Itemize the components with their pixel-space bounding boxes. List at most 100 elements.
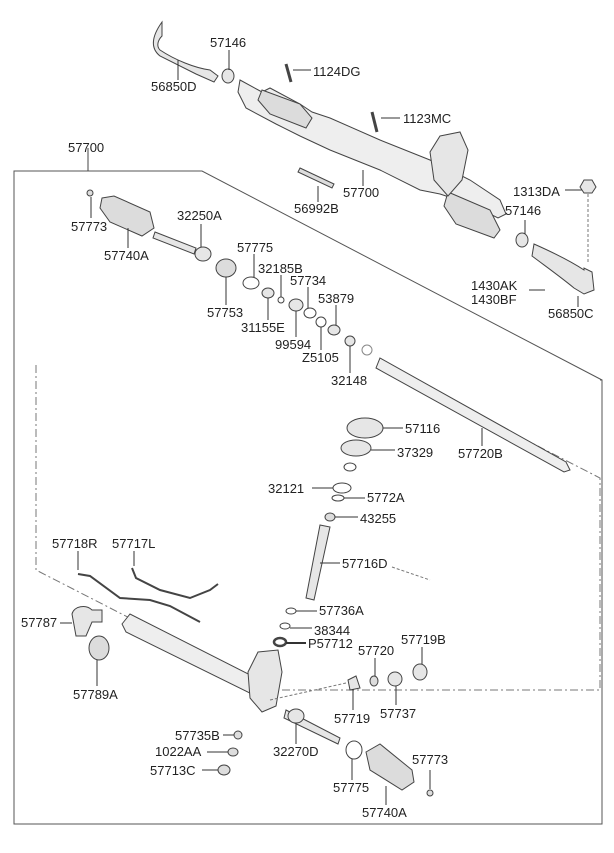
part-label-57734: 57734 <box>290 273 327 288</box>
part-label-57700-top: 57700 <box>343 185 380 200</box>
part-label-57789a: 57789A <box>73 687 118 702</box>
frame-top-edge <box>14 171 602 380</box>
part-label-57720b: 57720B <box>458 446 503 461</box>
boot-top-right <box>444 192 500 238</box>
part-label-57773-top: 57773 <box>71 219 108 234</box>
clamp-57787 <box>72 607 102 636</box>
boot-top-left <box>258 90 312 128</box>
nut-57720 <box>369 675 379 687</box>
bushing-57753 <box>215 258 237 278</box>
oring-Z5105 <box>315 316 327 328</box>
part-label-1430bf: 1430BF <box>471 292 517 307</box>
part-label-57787: 57787 <box>21 615 58 630</box>
part-label-32250a: 32250A <box>177 208 222 223</box>
part-label-56850c: 56850C <box>548 306 594 321</box>
part-label-57713c: 57713C <box>150 763 196 778</box>
valve-housing-lower <box>248 650 282 712</box>
part-label-57753: 57753 <box>207 305 244 320</box>
tie-rod-end-left <box>153 22 218 82</box>
clamp-57775-lower <box>345 740 363 760</box>
cap-57713C <box>217 764 231 776</box>
seal-99594 <box>288 298 304 312</box>
clip-57773-lower <box>426 789 434 797</box>
ring-5772A <box>331 494 345 502</box>
part-label-38344: 38344 <box>314 623 351 638</box>
bushing-57737 <box>387 671 403 687</box>
plate-56992B <box>298 168 334 188</box>
guide-57719 <box>270 683 346 700</box>
bolt-1123MC <box>372 112 377 132</box>
clip-57773-top <box>86 189 94 197</box>
part-label-57717l: 57717L <box>112 536 156 551</box>
part-label-5772a: 5772A <box>367 490 405 505</box>
part-label-1430ak: 1430AK <box>471 278 518 293</box>
part-label-43255: 43255 <box>360 511 397 526</box>
part-label-57146-right: 57146 <box>505 203 542 218</box>
inner-tie-rod-32250A <box>153 232 196 254</box>
part-label-32185b: 32185B <box>258 261 303 276</box>
seal-43255 <box>324 512 336 522</box>
bolt-1124DG <box>286 64 291 82</box>
jam-nut-right <box>515 232 529 248</box>
part-label-p57712: P57712 <box>308 636 353 651</box>
part-label-57146-top: 57146 <box>210 35 247 50</box>
ball-joint-32250A <box>194 246 212 262</box>
part-label-57735b: 57735B <box>175 728 220 743</box>
nut-1022AA <box>227 747 239 757</box>
seal-P57712 <box>272 636 288 648</box>
part-label-57719: 57719 <box>334 711 371 726</box>
hose-57718R <box>78 574 200 622</box>
seal-37329 <box>340 439 372 457</box>
ring-32185B <box>277 296 285 304</box>
part-label-57719b: 57719B <box>401 632 446 647</box>
oring-57734 <box>303 307 317 319</box>
boot-57740A-top <box>100 196 154 236</box>
part-label-57775-bottom: 57775 <box>333 780 370 795</box>
part-label-32270d: 32270D <box>273 744 319 759</box>
part-label-57737: 57737 <box>380 706 417 721</box>
part-label-1124dg: 1124DG <box>313 64 361 79</box>
part-label-56992b: 56992B <box>294 201 339 216</box>
part-label-99594: 99594 <box>275 337 312 352</box>
valve-body-top <box>430 132 468 196</box>
part-label-57775-top: 57775 <box>237 240 274 255</box>
boot-57740A-lower <box>366 744 414 790</box>
part-label-z5105: Z5105 <box>302 350 339 365</box>
part-label-57740a-top: 57740A <box>104 248 149 263</box>
ring-small <box>361 344 373 356</box>
part-label-31155e: 31155E <box>241 320 285 335</box>
part-label-57716d: 57716D <box>342 556 388 571</box>
leader-57716D-guide <box>392 567 430 580</box>
washer-32148 <box>344 335 356 347</box>
part-label-1022aa: 1022AA <box>155 744 202 759</box>
ring-32121 <box>332 482 352 494</box>
seal-38344 <box>279 622 291 630</box>
ball-joint-32270D <box>287 708 305 724</box>
nut-57735B <box>233 730 243 740</box>
part-label-57740a-bottom: 57740A <box>362 805 407 820</box>
part-label-57718r: 57718R <box>52 536 98 551</box>
part-label-56850d: 56850D <box>151 79 197 94</box>
seal-31155E <box>261 287 275 299</box>
jam-nut-left <box>221 68 235 84</box>
clamp-57775 <box>242 276 260 290</box>
part-label-32148: 32148 <box>331 373 368 388</box>
part-label-1313da: 1313DA <box>513 184 560 199</box>
plug-57719B <box>412 663 428 681</box>
oring-57736A <box>285 607 297 615</box>
guide-frame <box>36 365 600 690</box>
rack-housing-lower <box>122 614 270 700</box>
rack-bar-57720B <box>376 358 570 472</box>
ring-small-2 <box>343 462 357 472</box>
washer-53879 <box>327 324 341 336</box>
bushing-57789A <box>88 635 110 661</box>
part-label-32121: 32121 <box>268 481 305 496</box>
nut-1313DA <box>579 179 597 194</box>
part-label-57700-frame: 57700 <box>68 140 105 155</box>
part-label-57116: 57116 <box>405 421 441 436</box>
part-label-57736a: 57736A <box>319 603 364 618</box>
pinion-57716D <box>306 525 330 600</box>
part-label-57720: 57720 <box>358 643 395 658</box>
